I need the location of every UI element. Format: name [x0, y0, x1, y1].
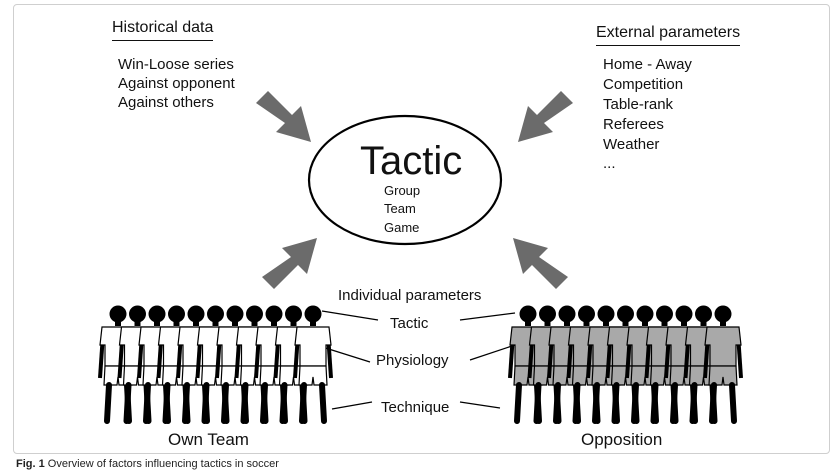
tactic-item: Group — [384, 183, 421, 198]
historical-item: Against others — [118, 94, 214, 111]
individual-heading: Individual parameters — [338, 287, 482, 304]
player-figure — [293, 305, 333, 424]
arrow-from-own-team — [262, 238, 317, 289]
external-item: Home - Away — [603, 56, 692, 73]
tactic-ellipse — [307, 114, 503, 246]
own-team-label: Own Team — [168, 430, 249, 449]
historical-item: Against opponent — [118, 75, 235, 92]
tactic-item: Game — [384, 220, 420, 235]
tactic-item: Team — [384, 201, 416, 216]
opposition-players — [508, 305, 743, 424]
external-item: Table-rank — [603, 96, 674, 113]
opposition-label: Opposition — [581, 430, 663, 449]
figure-caption: Fig. 1 Overview of factors influencing t… — [16, 458, 279, 470]
own-team-players — [98, 305, 333, 424]
external-item: Weather — [603, 136, 660, 153]
historical-heading: Historical data — [112, 18, 214, 41]
individual-item-technique: Technique — [381, 399, 450, 416]
caption-label: Fig. 1 — [16, 458, 45, 470]
external-item: Competition — [603, 76, 684, 93]
historical-item: Win-Loose series — [118, 56, 234, 73]
arrow-from-opposition — [513, 238, 568, 289]
tactic-title: Tactic — [360, 139, 463, 183]
caption-text: Overview of factors influencing tactics … — [47, 458, 279, 470]
individual-item-tactic: Tactic — [390, 315, 429, 332]
external-item: ... — [603, 155, 616, 172]
arrow-from-external — [518, 91, 573, 142]
figure-frame — [13, 4, 830, 454]
external-heading: External parameters — [596, 23, 741, 46]
arrow-from-historical — [256, 91, 311, 142]
individual-item-physiology: Physiology — [376, 352, 449, 369]
player-figure — [703, 305, 743, 424]
external-item: Referees — [603, 116, 664, 133]
